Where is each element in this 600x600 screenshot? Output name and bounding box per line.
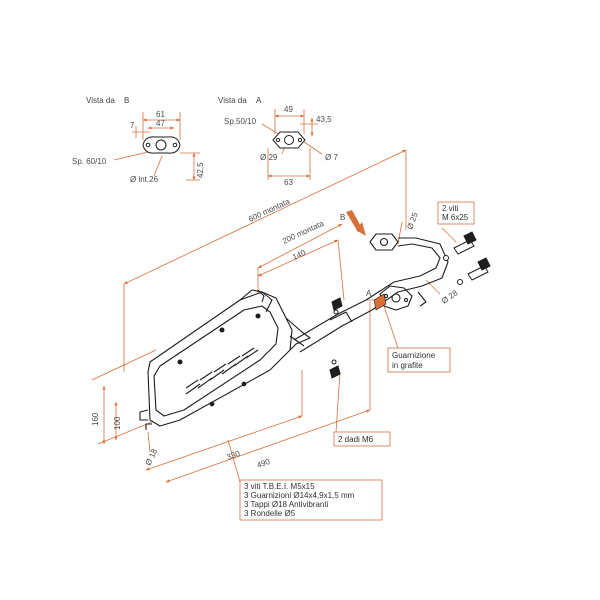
view-a-dim-49: 49 <box>284 105 293 114</box>
view-b-dim-61: 61 <box>156 110 165 119</box>
callout-kit: 3 viti T.B.E.I. M5x15 3 Guarnizioni Ø14x… <box>239 479 383 521</box>
diameter-18: Ø 18 <box>144 447 160 467</box>
view-marker-a: A <box>366 289 372 298</box>
dim-490: 490 <box>256 457 272 470</box>
callout-screws: 2 viti M 6x25 <box>437 201 475 225</box>
view-a-diameter-7: Ø 7 <box>325 153 338 162</box>
view-a-title: Vista da <box>218 96 247 105</box>
dim-140: 140 <box>291 248 307 262</box>
view-b-arrow-icon <box>346 210 366 236</box>
view-b-dim-47: 47 <box>156 119 165 128</box>
callout-kit-line4: 3 Rondelle Ø5 <box>244 509 296 518</box>
dim-600-mounted: 600 montata <box>247 197 292 224</box>
callout-screws-line1: 2 viti <box>442 204 459 213</box>
view-b-dim-42-5: 42,5 <box>196 162 205 178</box>
callout-gasket: Guarnizione in grafite <box>387 347 451 373</box>
dim-160: 160 <box>91 412 100 426</box>
view-a-dim-63: 63 <box>284 178 293 187</box>
view-marker-b: B <box>340 213 345 222</box>
callout-screws-line2: M 6x25 <box>442 213 469 222</box>
callout-kit-line2: 3 Guarnizioni Ø14x4,9x1,5 mm <box>244 491 355 500</box>
view-a-letter: A <box>256 96 262 105</box>
view-b-title: Vista da <box>86 96 115 105</box>
view-b-thickness: Sp. 60/10 <box>72 157 107 166</box>
fastener-parts <box>329 231 491 379</box>
header-pipe <box>293 233 449 353</box>
view-b-detail: Vista da B 61 47 7 Sp. 60/10 Ø int.26 42… <box>72 96 205 184</box>
callout-kit-line3: 3 Tappi Ø18 Antivibranti <box>244 500 329 509</box>
graphite-gasket <box>373 293 387 311</box>
dim-330: 330 <box>226 449 242 462</box>
callout-kit-line1: 3 viti T.B.E.I. M5x15 <box>244 482 315 491</box>
callout-gasket-line2: in grafite <box>392 361 423 370</box>
view-b-dim-7: 7 <box>130 121 135 130</box>
muffler-body <box>139 289 311 430</box>
view-a-detail: Vista da A 49 43,5 Sp.50/10 Ø 29 Ø 7 63 <box>218 96 338 187</box>
diameter-25: Ø 25 <box>405 211 420 231</box>
view-b-inner-diameter: Ø int.26 <box>130 175 159 184</box>
dim-100: 100 <box>113 416 122 430</box>
view-a-thickness: Sp.50/10 <box>224 117 257 126</box>
dim-200-mounted: 200 montata <box>281 219 326 246</box>
view-b-letter: B <box>124 96 129 105</box>
view-a-dim-43-5: 43,5 <box>316 115 332 124</box>
view-a-diameter-29: Ø 29 <box>260 153 278 162</box>
callout-gasket-line1: Guarnizione <box>392 351 436 360</box>
callout-nuts-text: 2 dadi M6 <box>338 435 374 444</box>
callout-nuts: 2 dadi M6 <box>333 431 391 447</box>
main-dimension-lines <box>91 149 457 483</box>
diameter-28: Ø 28 <box>440 288 460 306</box>
